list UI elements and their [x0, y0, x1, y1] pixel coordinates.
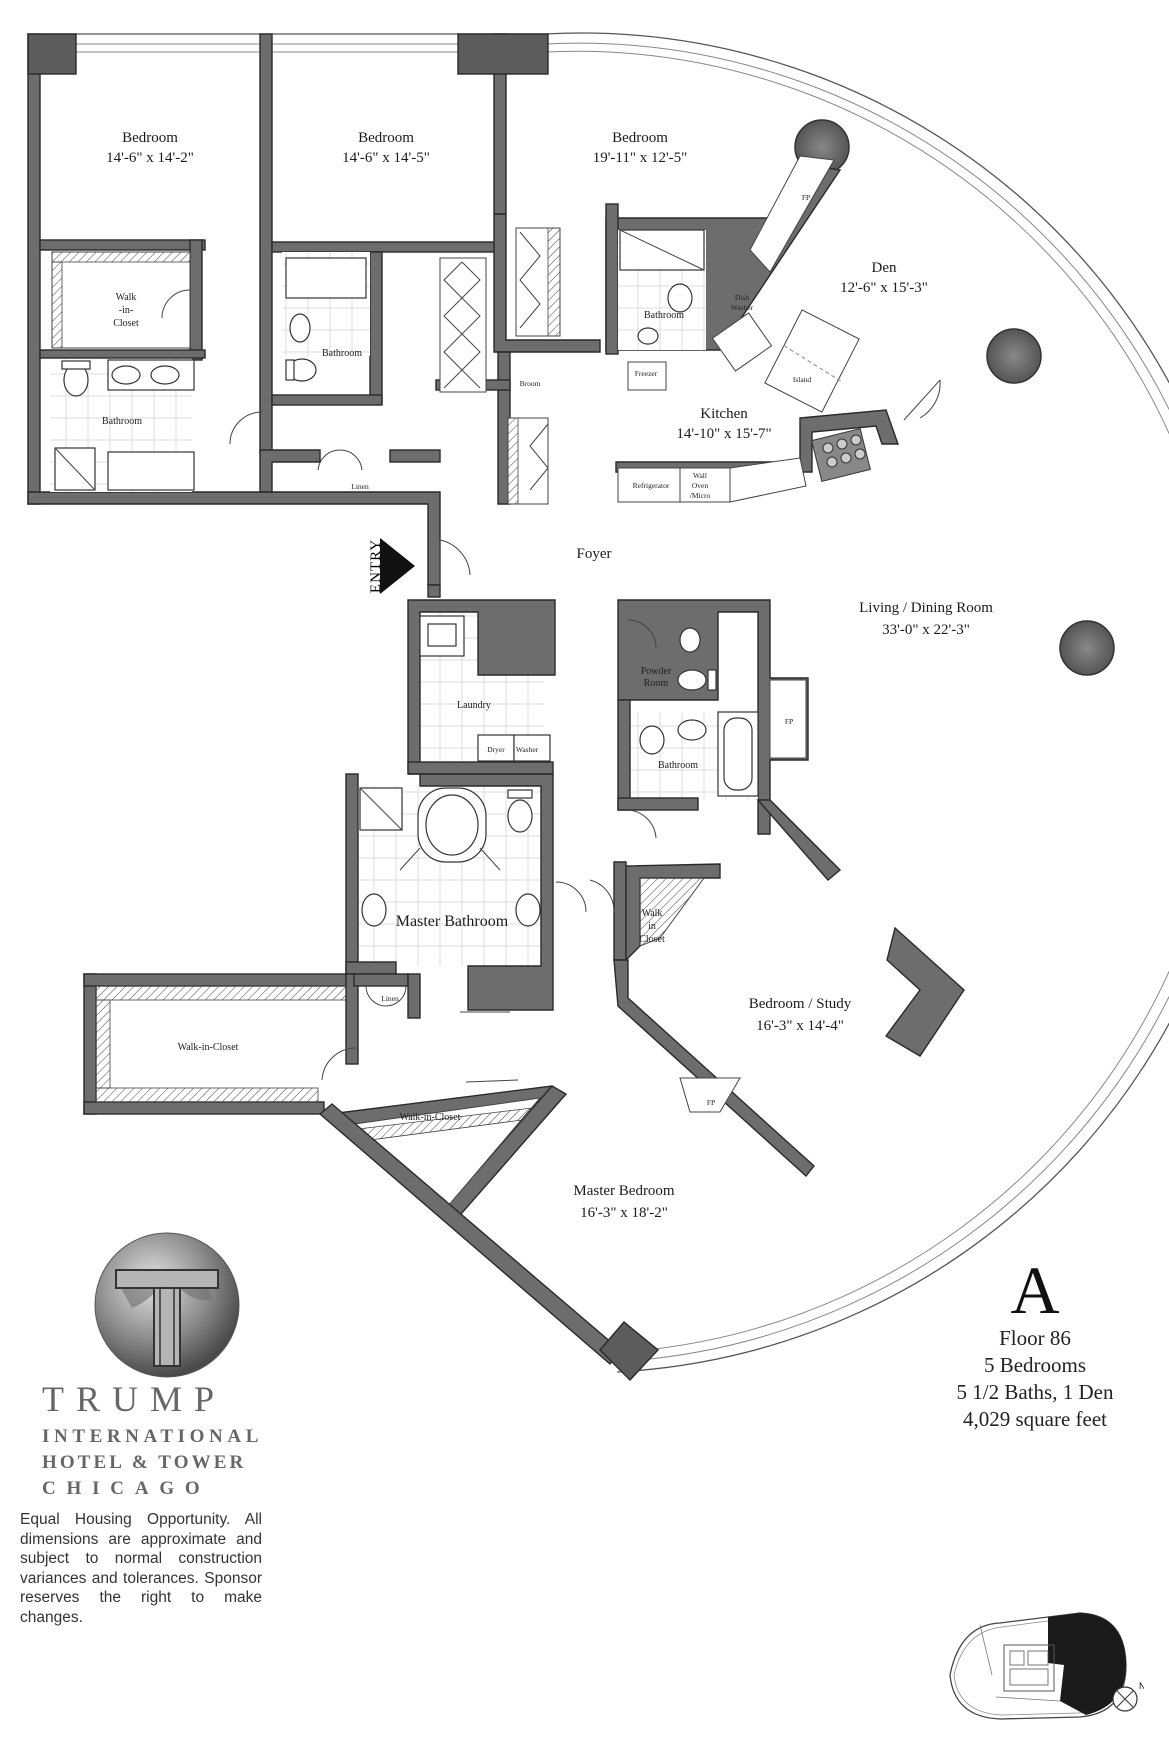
bathroom-4-name: Bathroom — [658, 760, 698, 771]
dishwasher-line-1: Dish — [735, 293, 749, 302]
room-labels: Bedroom 14'-6" x 14'-2" Bedroom 14'-6" x… — [102, 130, 993, 1221]
fp-upper — [749, 155, 835, 273]
powder-line-2: Room — [644, 678, 669, 689]
bathroom-2 — [271, 252, 383, 406]
bathroom-3-name: Bathroom — [644, 310, 684, 321]
walk-in-closet-1 — [51, 251, 191, 349]
bedroom-1-name: Bedroom — [122, 130, 178, 146]
closet-1-line-3: Closet — [113, 318, 139, 329]
floor-number: Floor 86 — [999, 1326, 1071, 1350]
bedroom-3-name: Bedroom — [612, 130, 668, 146]
entry-label: ENTRY — [368, 539, 384, 593]
square-feet: 4,029 square feet — [962, 1407, 1108, 1431]
study-dim: 16'-3" x 14'-4" — [756, 1018, 844, 1034]
linen-upper-label: Linen — [351, 482, 369, 491]
broom-label: Broom — [520, 379, 541, 388]
den-name: Den — [872, 260, 897, 276]
unit-legend: A Floor 86 5 Bedrooms 5 1/2 Baths, 1 Den… — [930, 1255, 1140, 1433]
compass-n-label: N — [1139, 1681, 1144, 1691]
entry-area — [229, 411, 471, 598]
island-label: Island — [793, 375, 812, 384]
wall-oven-line-3: /Micro — [690, 491, 711, 500]
kitchen-name: Kitchen — [700, 406, 748, 422]
cooktop — [811, 427, 871, 483]
refrigerator-label: Refrigerator — [633, 481, 670, 490]
bedroom-3-dim: 19'-11" x 12'-5" — [593, 150, 688, 166]
walk-in-closet-long — [83, 973, 421, 1115]
study-name: Bedroom / Study — [749, 996, 852, 1012]
bath-count: 5 1/2 Baths, 1 Den — [956, 1380, 1114, 1404]
kitchen-dim: 14'-10" x 15'-7" — [676, 426, 771, 442]
master-bedroom-walls — [318, 1103, 660, 1382]
bathroom-3 — [618, 229, 706, 350]
bathroom-1-name: Bathroom — [102, 416, 142, 427]
living-name: Living / Dining Room — [859, 600, 993, 616]
unit-letter: A — [1010, 1252, 1060, 1328]
closet-2-line-1: Walk — [642, 908, 663, 919]
powder-room — [617, 599, 809, 835]
north-compass-icon: N — [1112, 1681, 1144, 1712]
bathroom-2-name: Bathroom — [322, 348, 362, 359]
globe-logo-icon — [94, 1232, 240, 1378]
disclaimer-text: Equal Housing Opportunity. All dimension… — [20, 1511, 262, 1626]
fp-upper-label: FP — [802, 193, 810, 202]
fp-lower-label: FP — [707, 1098, 715, 1107]
bedroom-1-dim: 14'-6" x 14'-2" — [106, 150, 194, 166]
laundry-name: Laundry — [457, 700, 491, 711]
freezer-label: Freezer — [635, 369, 658, 378]
curved-facade — [40, 32, 1169, 1373]
washer-label: Washer — [516, 745, 539, 754]
wall-oven-line-1: Wall — [693, 471, 707, 480]
bedroom-2-name: Bedroom — [358, 130, 414, 146]
building-key-map — [949, 1612, 1127, 1720]
dryer-label: Dryer — [487, 745, 505, 754]
wardrobe-doors — [439, 227, 561, 505]
walk-in-closet-2 — [589, 861, 721, 962]
wall-oven-line-2: Oven — [692, 481, 708, 490]
brand-trump: TRUMP — [42, 1379, 227, 1419]
living-dim: 33'-0" x 22'-3" — [882, 622, 970, 638]
fp-mid — [769, 679, 807, 759]
bedroom-2-dim: 14'-6" x 14'-5" — [342, 150, 430, 166]
powder-line-1: Powder — [641, 666, 672, 677]
closet-2-line-2: in — [648, 921, 656, 932]
bathroom-1 — [39, 349, 206, 492]
kitchen-area — [617, 309, 941, 503]
fixture-labels: FP FP FP Dish Washer Freezer Refrigerato… — [487, 193, 811, 1107]
fp-mid-label: FP — [785, 717, 793, 726]
foyer-name: Foyer — [577, 546, 612, 562]
brand-chicago: CHICAGO — [42, 1478, 211, 1499]
walk-in-closet-long-label: Walk-in-Closet — [178, 1042, 239, 1053]
master-bedroom-dim: 16'-3" x 18'-2" — [580, 1205, 668, 1221]
closet-2-line-3: Closet — [639, 934, 665, 945]
closet-1-line-1: Walk — [116, 292, 137, 303]
lower-angled-walls — [613, 926, 965, 1178]
closet-1-line-2: -in- — [119, 305, 133, 316]
master-bedroom-name: Master Bedroom — [573, 1183, 675, 1199]
master-bathroom-name: Master Bathroom — [396, 913, 509, 930]
den-dim: 12'-6" x 15'-3" — [840, 280, 928, 296]
structural-columns — [794, 119, 1115, 676]
guest-bathroom — [617, 699, 842, 881]
bedroom-count: 5 Bedrooms — [983, 1353, 1087, 1377]
master-bathroom — [345, 773, 587, 1011]
brand-international: INTERNATIONAL — [42, 1426, 263, 1447]
dishwasher-line-2: Washer — [731, 303, 754, 312]
brand-hotel-tower: HOTEL & TOWER — [42, 1452, 247, 1473]
walk-in-closet-triangle — [328, 1011, 568, 1223]
walk-in-closet-tri-label: Walk-in-Closet — [400, 1112, 461, 1123]
laundry-room — [407, 599, 556, 775]
linen-lower-label: Linen — [381, 994, 399, 1003]
